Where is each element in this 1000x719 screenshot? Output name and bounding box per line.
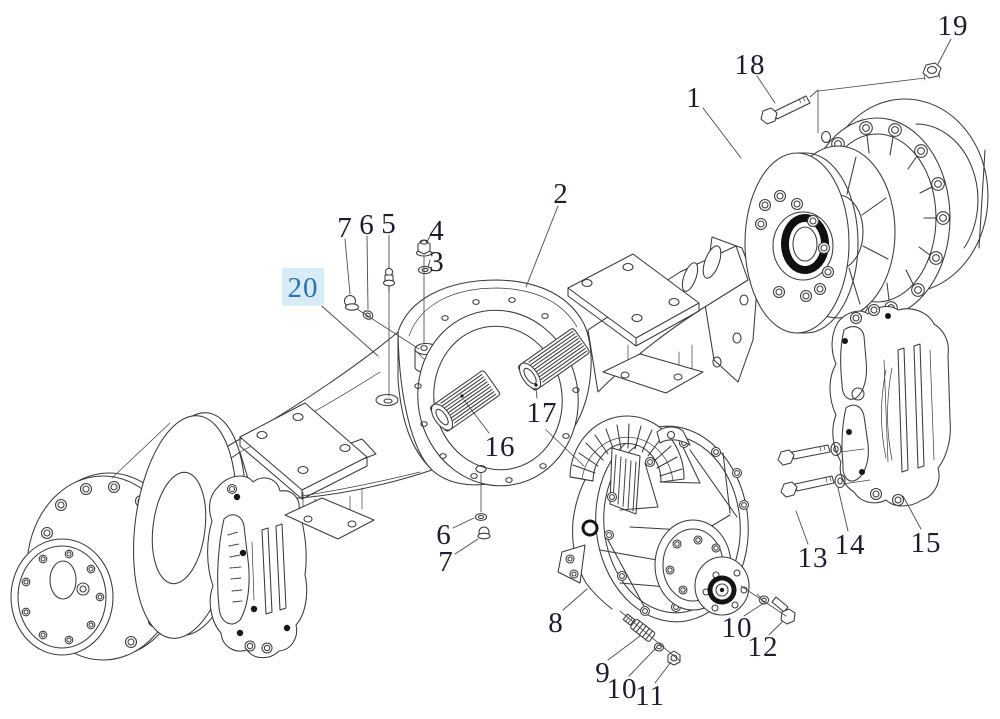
hub-cover-left [10, 538, 114, 656]
leader-c12 [768, 620, 784, 636]
plug-7-bottom [477, 526, 491, 540]
callout-label-c10b: 10 [722, 612, 753, 644]
callout-label-c7b: 7 [438, 546, 454, 578]
callout-label-c9: 9 [595, 657, 611, 689]
leader-c6b [452, 517, 475, 529]
washer-6-bottom [474, 513, 488, 521]
bolt-18 [760, 95, 811, 125]
leader-c7b [454, 538, 479, 555]
callout-label-c20: 20 [288, 272, 319, 304]
caliper-logo-text [227, 531, 243, 603]
leader-c10b [743, 602, 765, 617]
callout-label-c2: 2 [553, 178, 569, 210]
leader-c7a [344, 238, 351, 295]
spring-pad-left [239, 402, 375, 540]
disc-bolts-right [754, 189, 835, 303]
axis-line-5 [818, 77, 926, 92]
leader-c4 [425, 235, 431, 245]
leader-c13 [795, 510, 809, 545]
leader-c9 [607, 635, 641, 661]
callout-label-c6a: 6 [359, 209, 375, 241]
breather-pad [375, 393, 399, 407]
callout-label-c8: 8 [548, 607, 564, 639]
leader-c19 [937, 38, 952, 65]
axis-line-7 [740, 585, 787, 617]
callout-label-c16: 16 [485, 431, 516, 463]
leader-c2 [525, 205, 559, 288]
caliper-logo-plate [217, 514, 250, 625]
washer-3 [417, 265, 433, 275]
leader-c11 [654, 661, 672, 684]
washer-10-left [653, 642, 665, 652]
pinion-bearing-boss [654, 519, 750, 616]
leader-c10a [628, 646, 658, 677]
bevel-gear [569, 415, 685, 537]
callout-label-c7a: 7 [337, 212, 353, 244]
wheel-hub-left [10, 402, 375, 661]
callout-label-c18: 18 [735, 49, 766, 81]
washer-10-right [756, 593, 770, 605]
callout-label-c12: 12 [748, 631, 779, 663]
leader-c3 [427, 259, 431, 269]
leader-c6a [366, 235, 369, 310]
leader-c14 [837, 487, 849, 532]
nut-19 [922, 62, 942, 81]
axis-line-2 [356, 308, 420, 350]
callout-label-c17: 17 [527, 397, 558, 429]
callout-label-c3: 3 [429, 246, 445, 278]
breather-5 [382, 267, 396, 293]
leader-c15 [902, 495, 922, 530]
leader-c17 [535, 387, 538, 399]
leader-c1 [702, 107, 742, 159]
caliper-bolts-13-14 [777, 441, 846, 498]
nut-4 [415, 239, 433, 257]
brake-caliper-right [829, 303, 951, 507]
callout-label-c1: 1 [686, 82, 702, 114]
leader-c16 [463, 399, 490, 434]
brake-disc-right [744, 152, 859, 334]
callout-label-c19: 19 [938, 10, 969, 42]
plug-7-top [343, 294, 360, 311]
splined-shaft-upper [518, 328, 590, 391]
differential-assembly [557, 415, 750, 623]
callout-label-c14: 14 [835, 529, 866, 561]
assembly-axis-lines [356, 77, 926, 662]
axis-line-8 [839, 448, 865, 453]
axis-line-10 [545, 429, 585, 467]
callout-label-c5: 5 [381, 208, 397, 240]
leader-c8 [562, 588, 588, 611]
callout-label-c4: 4 [429, 215, 445, 247]
leader-c18 [756, 75, 776, 104]
callout-label-c6b: 6 [436, 519, 452, 551]
callout-label-c11: 11 [635, 680, 665, 712]
axis-line-4 [809, 89, 819, 134]
leader-c20 [314, 299, 379, 357]
diff-ring-bolts [603, 437, 750, 617]
callout-label-c13: 13 [798, 542, 829, 574]
axis-line-9 [842, 479, 871, 485]
callout-label-c15: 15 [911, 527, 942, 559]
spring-pad-right [567, 253, 704, 394]
callout-label-c10a: 10 [607, 673, 638, 705]
bolt-12 [771, 596, 796, 625]
axis-line-6 [619, 610, 681, 662]
highlight-c20 [282, 268, 324, 306]
brake-caliper-left [207, 475, 308, 659]
